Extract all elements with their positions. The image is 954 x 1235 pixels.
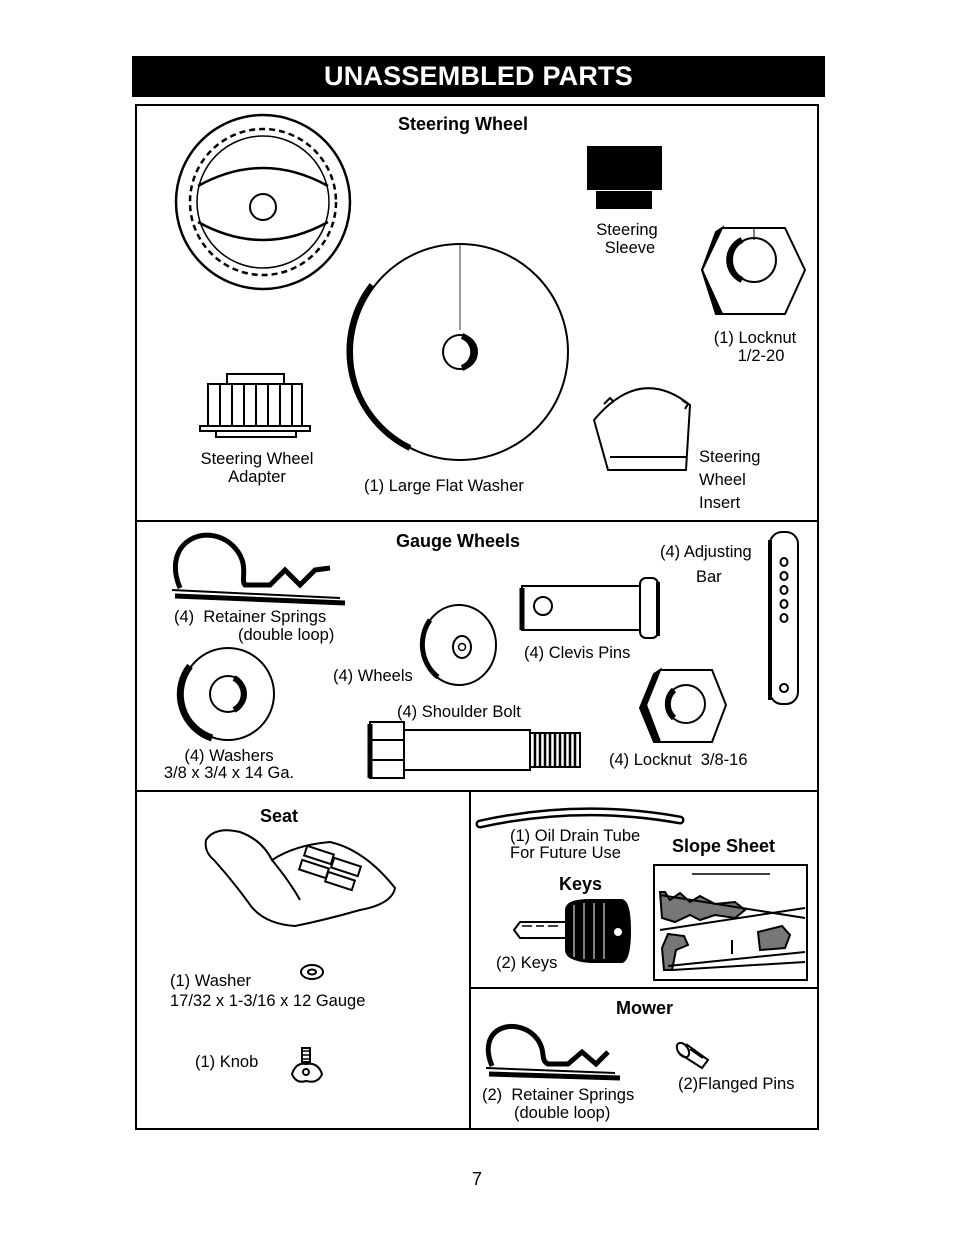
slope-sheet-icon xyxy=(653,864,808,981)
oil-drain-tube-label: (1) Oil Drain Tube For Future Use xyxy=(510,828,640,862)
washers-label: (4) Washers 3/8 x 3/4 x 14 Ga. xyxy=(155,748,303,782)
keys-heading: Keys xyxy=(559,874,603,894)
retainer-springs-label-line1: (4) Retainer Springs xyxy=(174,608,327,626)
washers-label-line2: 3/8 x 3/4 x 14 Ga. xyxy=(163,764,295,782)
steering-sleeve-label-line2: Sleeve xyxy=(604,239,656,257)
shoulder-bolt-icon xyxy=(367,721,581,779)
steering-sleeve-icon xyxy=(587,146,662,209)
retainer-springs-label-line2: (double loop) xyxy=(238,626,335,644)
adjusting-bar-icon xyxy=(768,531,799,705)
clevis-pin-icon xyxy=(519,577,660,639)
keys-label: (2) Keys xyxy=(496,954,558,972)
locknut-large-label-line2: 1/2-20 xyxy=(737,347,785,365)
locknut-large-label-line1: (1) Locknut xyxy=(713,329,797,347)
steering-heading: Steering Wheel xyxy=(398,114,529,134)
retainer-spring-icon xyxy=(171,532,346,606)
adjusting-bar-label: (4) Adjusting Bar xyxy=(660,540,752,590)
steering-adapter-icon xyxy=(199,373,311,438)
retainer-springs-mower-label-line1: (2) Retainer Springs xyxy=(482,1086,635,1104)
locknut-large-icon xyxy=(700,225,807,315)
locknut-small-icon xyxy=(638,667,728,743)
steering-adapter-label: Steering Wheel Adapter xyxy=(193,450,321,486)
steering-insert-label-line1: Steering xyxy=(699,448,761,466)
clevis-pins-label: (4) Clevis Pins xyxy=(524,644,631,662)
seat-icon xyxy=(204,829,397,928)
title-bar xyxy=(132,56,825,97)
retainer-springs-label: (4) Retainer Springs (double loop) xyxy=(174,608,334,644)
page-number: 7 xyxy=(471,1169,482,1189)
steering-insert-label: Steering Wheel Insert xyxy=(699,446,760,515)
oil-drain-tube-icon xyxy=(475,807,685,829)
steering-sleeve-label-line1: Steering xyxy=(596,221,658,239)
steering-wheel-icon xyxy=(174,113,352,291)
locknut-small-label: (4) Locknut 3/8-16 xyxy=(609,751,748,769)
washer-small-icon xyxy=(176,647,275,742)
retainer-springs-mower-label: (2) Retainer Springs (double loop) xyxy=(482,1086,634,1122)
seat-heading: Seat xyxy=(260,806,299,826)
mower-heading: Mower xyxy=(616,998,674,1018)
gauge-heading: Gauge Wheels xyxy=(396,531,521,551)
large-flat-washer-icon xyxy=(346,243,569,461)
divider-steering-gauge xyxy=(135,520,819,522)
locknut-large-label: (1) Locknut 1/2-20 xyxy=(707,329,803,365)
steering-insert-label-line3: Insert xyxy=(699,494,741,512)
divider-gauge-seat xyxy=(135,790,819,792)
oil-drain-tube-label-line1: (1) Oil Drain Tube xyxy=(510,827,641,845)
large-flat-washer-label: (1) Large Flat Washer xyxy=(364,477,524,495)
steering-adapter-label-line1: Steering Wheel xyxy=(200,450,314,468)
washer-seat-label: (1) Washer 17/32 x 1-3/16 x 12 Gauge xyxy=(170,971,365,1011)
flanged-pins-label: (2)Flanged Pins xyxy=(678,1075,795,1093)
retainer-springs-mower-label-line2: (double loop) xyxy=(514,1104,611,1122)
adjusting-bar-label-line1: (4) Adjusting xyxy=(660,543,752,561)
shoulder-bolt-label: (4) Shoulder Bolt xyxy=(397,703,521,721)
steering-sleeve-label: Steering Sleeve xyxy=(585,221,669,257)
slope-sheet-heading: Slope Sheet xyxy=(672,836,776,856)
washer-seat-label-line2: 17/32 x 1-3/16 x 12 Gauge xyxy=(170,992,366,1010)
key-icon xyxy=(512,899,632,963)
washer-seat-label-line1: (1) Washer xyxy=(170,972,251,990)
oil-drain-tube-label-line2: For Future Use xyxy=(510,844,621,862)
washer-seat-icon xyxy=(300,964,324,980)
retainer-spring-mower-icon xyxy=(485,1024,621,1081)
flanged-pin-icon xyxy=(675,1041,710,1070)
divider-seat-column xyxy=(469,790,471,1130)
wheels-label: (4) Wheels xyxy=(333,667,413,685)
page-title: UNASSEMBLED PARTS xyxy=(324,61,633,91)
steering-insert-icon xyxy=(592,387,692,471)
washers-label-line1: (4) Washers xyxy=(184,747,274,765)
steering-adapter-label-line2: Adapter xyxy=(228,468,286,486)
divider-mower xyxy=(469,987,819,989)
knob-icon xyxy=(290,1047,324,1083)
adjusting-bar-label-line2: Bar xyxy=(696,568,722,586)
knob-label: (1) Knob xyxy=(195,1053,259,1071)
steering-insert-label-line2: Wheel xyxy=(699,471,746,489)
gauge-wheel-icon xyxy=(419,604,497,686)
parts-frame xyxy=(135,104,819,1130)
